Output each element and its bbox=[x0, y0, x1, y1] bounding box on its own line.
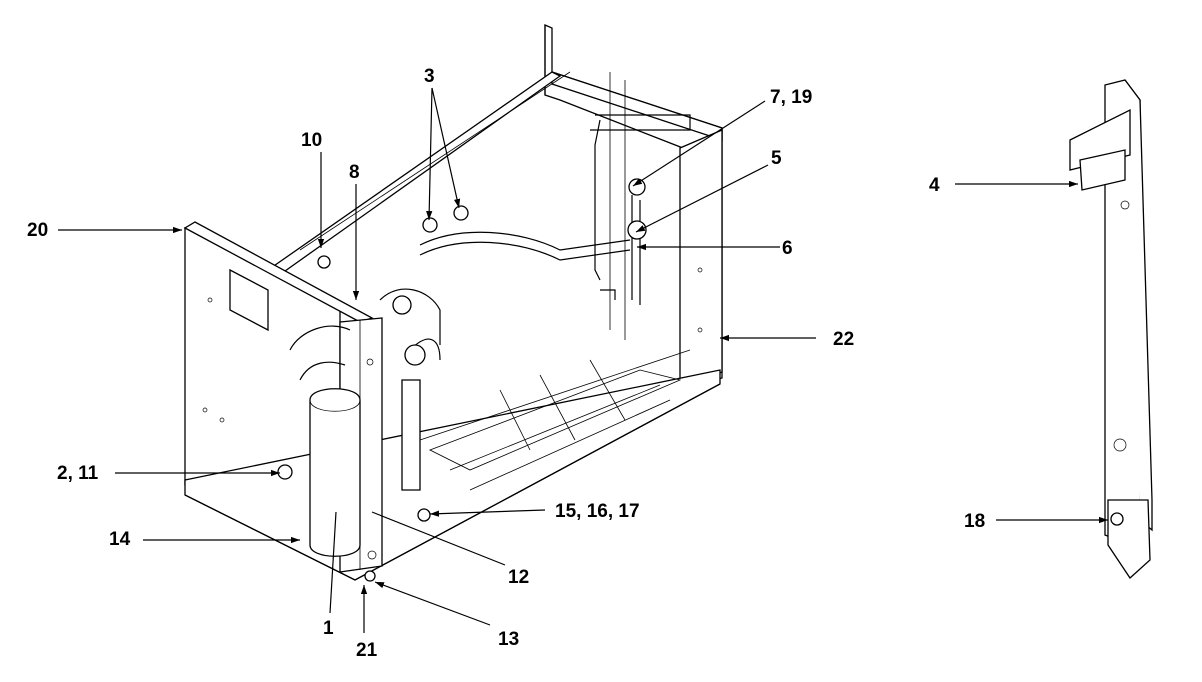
callout-5: 5 bbox=[771, 148, 782, 169]
leader-3b bbox=[431, 87, 461, 209]
callout-14: 14 bbox=[109, 529, 131, 550]
leader-12 bbox=[371, 511, 506, 566]
callout-20: 20 bbox=[27, 220, 48, 241]
callout-21: 21 bbox=[356, 640, 378, 661]
callout-2-11: 2, 11 bbox=[57, 463, 99, 484]
leader-15-16-17 bbox=[429, 509, 546, 517]
leader-13 bbox=[374, 581, 491, 626]
leader-3a bbox=[426, 87, 433, 221]
callout-10: 10 bbox=[301, 130, 322, 151]
callout-6: 6 bbox=[782, 238, 793, 259]
callout-15-16-17: 15, 16, 17 bbox=[555, 501, 640, 522]
leader-1 bbox=[329, 511, 337, 614]
callout-13: 13 bbox=[498, 629, 519, 650]
callout-4: 4 bbox=[929, 175, 940, 196]
callout-leaders bbox=[58, 87, 1108, 633]
callout-labels: 20 10 8 3 7, 19 5 6 22 2, 11 14 15, 16, … bbox=[27, 66, 985, 661]
callout-7-19: 7, 19 bbox=[770, 87, 812, 108]
leader-7-19 bbox=[632, 100, 766, 187]
callout-12: 12 bbox=[508, 567, 529, 588]
chassis-assembly bbox=[183, 24, 723, 582]
leader-5 bbox=[635, 164, 769, 233]
callout-3: 3 bbox=[424, 66, 435, 87]
callout-1: 1 bbox=[323, 618, 334, 639]
callout-18: 18 bbox=[964, 511, 985, 532]
callout-22: 22 bbox=[833, 329, 854, 350]
callout-8: 8 bbox=[349, 162, 360, 183]
side-panel-assembly bbox=[1069, 79, 1153, 579]
